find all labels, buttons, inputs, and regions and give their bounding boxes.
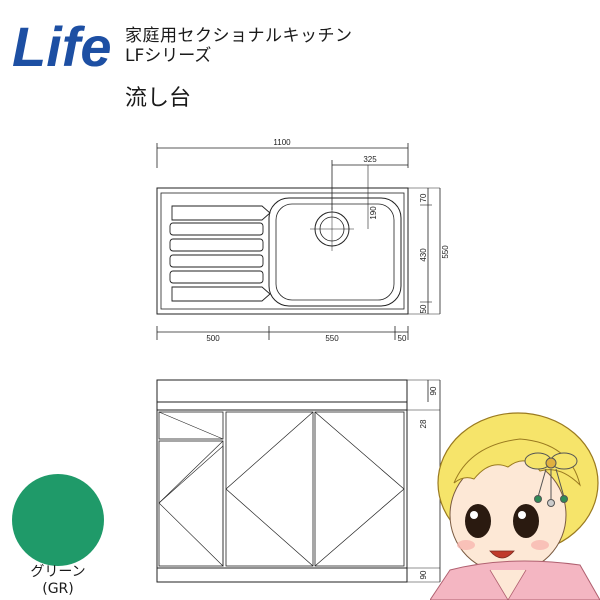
dim-total-depth: 550 [441,245,450,259]
dim-drainboard-width: 500 [206,334,220,343]
dim-back-depth: 70 [419,193,428,202]
dim-plinth: 90 [419,570,428,579]
dim-drain-depth: 190 [369,206,378,220]
dim-front-depth: 50 [419,304,428,313]
series-title: LFシリーズ [125,46,212,66]
color-code: (GR) [42,581,74,597]
color-name: グリーン [30,564,86,580]
dim-total-width: 1100 [273,138,291,147]
dim-drawer: 28 [419,419,428,428]
dim-bowl-depth: 430 [419,248,428,262]
life-logo: Life [12,15,112,78]
color-swatch [12,474,104,566]
dim-bowl-width: 550 [325,334,339,343]
dim-side-width: 50 [398,334,407,343]
dim-backsplash: 90 [429,386,438,395]
dim-drain-offset: 325 [363,155,377,164]
product-line-title: 家庭用セクショナルキッチン [125,26,353,46]
plan-view [156,143,441,340]
item-name-title: 流し台 [125,86,192,111]
mascot-illustration [430,412,600,600]
front-view [156,379,441,583]
logo-wordmark: Life [12,15,112,78]
